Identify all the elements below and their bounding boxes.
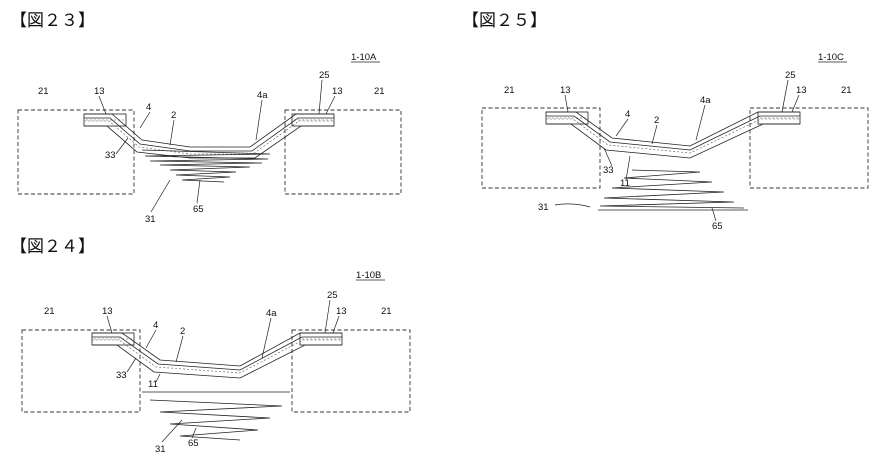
figure-25-ref-4: 4 xyxy=(625,109,630,120)
figure-25-id-label: 1-10C xyxy=(818,52,844,63)
figure-25-ref-21-right: 21 xyxy=(841,85,852,96)
figure-25-sheet-4 xyxy=(546,111,800,147)
figure-23-ref-21-right: 21 xyxy=(374,86,385,97)
figure-25-ref-25: 25 xyxy=(785,70,796,81)
figure-25-ref-21-left: 21 xyxy=(504,85,515,96)
figure-23: 【図２３】 1-10A 21 21 13 13 25 4 2 4a 33 xyxy=(10,11,402,225)
figure-23-ref-31: 31 xyxy=(145,214,156,225)
figure-23-title: 【図２３】 xyxy=(10,11,95,31)
figure-25: 【図２５】 1-10C 21 21 13 13 25 4 2 4a 33 11 … xyxy=(462,11,869,232)
figure-24-id-label: 1-10B xyxy=(356,270,381,281)
figure-24-ref-31: 31 xyxy=(155,444,166,455)
figure-24-sheet-4 xyxy=(92,332,342,367)
figure-23-block-left xyxy=(17,109,135,195)
figure-24-ref-2: 2 xyxy=(180,326,185,337)
figure-23-block-right xyxy=(284,109,402,195)
figure-25-block-right xyxy=(749,107,869,189)
figure-23-ref-21-left: 21 xyxy=(38,86,49,97)
figure-25-ref-65: 65 xyxy=(712,221,723,232)
figure-23-ref-2: 2 xyxy=(171,110,176,121)
figure-23-sheet-4 xyxy=(84,113,334,148)
figure-24: 【図２４】 1-10B 21 21 13 13 25 4 2 4a 33 11 … xyxy=(10,237,411,455)
figure-25-ref-13-right: 13 xyxy=(796,85,807,96)
figure-25-ref-13-left: 13 xyxy=(560,85,571,96)
figure-23-spring-65 xyxy=(141,149,271,183)
figure-24-ref-21-right: 21 xyxy=(381,306,392,317)
figure-25-ref-33: 33 xyxy=(603,165,614,176)
figure-25-spring-65 xyxy=(599,169,745,209)
figure-24-ref-33: 33 xyxy=(116,370,127,381)
figure-24-ref-65: 65 xyxy=(188,438,199,449)
figure-24-block-right xyxy=(291,329,411,413)
figure-23-ref-65: 65 xyxy=(193,204,204,215)
figure-24-ref-25: 25 xyxy=(327,290,338,301)
figure-24-title: 【図２４】 xyxy=(10,237,95,257)
figure-23-ref-13-left: 13 xyxy=(94,86,105,97)
figure-24-spring-65 xyxy=(149,399,283,441)
figure-24-ref-21-left: 21 xyxy=(44,306,55,317)
figure-24-ref-13-right: 13 xyxy=(336,306,347,317)
figure-25-block-left xyxy=(481,107,601,189)
figure-25-ref-4a: 4a xyxy=(700,95,711,106)
figure-23-ref-4a: 4a xyxy=(257,90,268,101)
figure-23-ref-13-right: 13 xyxy=(332,86,343,97)
figure-25-ref-31: 31 xyxy=(538,202,549,213)
figure-24-ref-11: 11 xyxy=(148,379,158,390)
figure-23-id-label: 1-10A xyxy=(351,52,377,63)
figure-23-ref-33: 33 xyxy=(105,150,116,161)
figure-24-ref-13-left: 13 xyxy=(102,306,113,317)
figure-23-ref-4: 4 xyxy=(146,102,151,113)
figure-24-ref-4: 4 xyxy=(153,320,158,331)
figure-25-title: 【図２５】 xyxy=(462,11,547,31)
figure-25-ref-2: 2 xyxy=(654,115,659,126)
figure-23-ref-25: 25 xyxy=(319,70,330,81)
figure-24-ref-4a: 4a xyxy=(266,308,277,319)
figure-25-ref-11: 11 xyxy=(620,178,630,189)
figure-24-block-left xyxy=(21,329,141,413)
